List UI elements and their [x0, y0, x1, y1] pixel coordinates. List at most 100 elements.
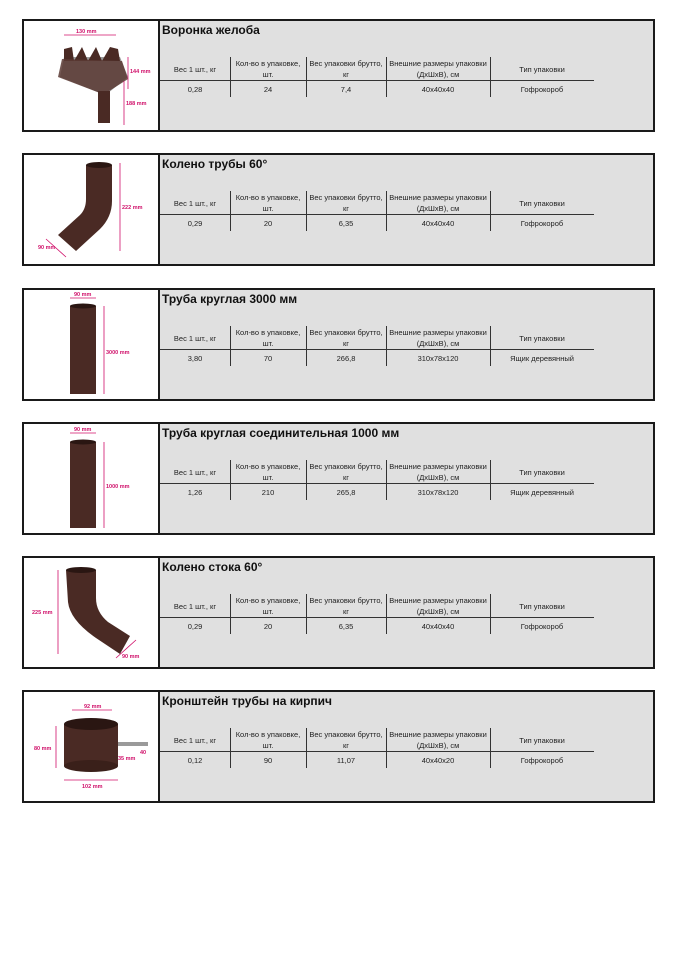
dim-label: 144 mm — [130, 69, 151, 75]
value-quantity: 70 — [263, 354, 273, 363]
header-dimensions: Внешние размеры упаковки (ДхШхВ), см — [389, 59, 487, 79]
column-divider — [230, 460, 231, 500]
value-quantity: 210 — [261, 488, 275, 497]
product-info: Колено стока 60° Вес 1 шт., кг Кол-во в … — [160, 558, 653, 667]
column-divider — [306, 460, 307, 500]
product-image: 225 mm 90 mm — [24, 558, 160, 667]
product-title: Колено трубы 60° — [162, 157, 268, 171]
product-title: Труба круглая 3000 мм — [162, 292, 298, 306]
product-card-pipe-3000: 90 mm 3000 mm Труба круглая 3000 мм Вес … — [22, 288, 655, 401]
funnel-drawing: 130 mm 144 mm 188 mm — [58, 29, 151, 125]
product-card-pipe-1000: 90 mm 1000 mm Труба круглая соединительн… — [22, 422, 655, 535]
value-gross-weight: 6,35 — [338, 219, 354, 228]
product-title: Воронка желоба — [162, 23, 260, 37]
value-gross-weight: 266,8 — [336, 354, 356, 363]
value-dimensions: 40х40х40 — [421, 622, 455, 631]
header-package-type: Тип упаковки — [519, 64, 565, 74]
header-package-type: Тип упаковки — [519, 601, 565, 611]
column-divider — [230, 594, 231, 634]
value-package-type: Гофрокороб — [520, 622, 564, 631]
product-info: Колено трубы 60° Вес 1 шт., кг Кол-во в … — [160, 155, 653, 264]
product-image: 90 mm 3000 mm — [24, 290, 160, 399]
header-gross-weight: Вес упаковки брутто, кг — [309, 328, 383, 348]
column-divider — [230, 191, 231, 231]
column-divider — [490, 326, 491, 366]
column-divider — [306, 594, 307, 634]
product-title: Труба круглая соединительная 1000 мм — [162, 426, 400, 440]
dim-label: 35 mm — [118, 756, 136, 762]
column-divider — [386, 728, 387, 768]
header-dimensions: Внешние размеры упаковки (ДхШхВ), см — [389, 328, 487, 348]
column-divider — [230, 326, 231, 366]
header-quantity: Кол-во в упаковке, шт. — [235, 59, 301, 79]
header-package-type: Тип упаковки — [519, 467, 565, 477]
value-gross-weight: 7,4 — [340, 85, 352, 94]
value-quantity: 90 — [263, 756, 273, 765]
value-package-type: Ящик деревянный — [510, 354, 574, 363]
value-gross-weight: 6,35 — [338, 622, 354, 631]
column-divider — [386, 460, 387, 500]
product-card-drain-elbow: 225 mm 90 mm Колено стока 60° Вес 1 шт.,… — [22, 556, 655, 669]
value-dimensions: 40х40х40 — [421, 85, 455, 94]
product-image: 130 mm 144 mm 188 mm — [24, 21, 160, 130]
value-gross-weight: 265,8 — [336, 488, 356, 497]
value-package-type: Гофрокороб — [520, 756, 564, 765]
column-divider — [230, 728, 231, 768]
column-divider — [306, 57, 307, 97]
header-weight: Вес 1 шт., кг — [173, 64, 217, 74]
column-divider — [386, 594, 387, 634]
header-weight: Вес 1 шт., кг — [173, 333, 217, 343]
header-gross-weight: Вес упаковки брутто, кг — [309, 596, 383, 616]
header-quantity: Кол-во в упаковке, шт. — [235, 596, 301, 616]
value-gross-weight: 11,07 — [336, 756, 356, 765]
header-gross-weight: Вес упаковки брутто, кг — [309, 730, 383, 750]
dim-label: 90 mm — [74, 427, 92, 433]
column-divider — [490, 594, 491, 634]
value-weight: 0,12 — [187, 756, 203, 765]
value-weight: 0,28 — [187, 85, 203, 94]
header-dimensions: Внешние размеры упаковки (ДхШхВ), см — [389, 462, 487, 482]
value-quantity: 20 — [263, 622, 273, 631]
table-rule — [160, 617, 594, 618]
table-rule — [160, 80, 594, 81]
header-weight: Вес 1 шт., кг — [173, 601, 217, 611]
product-info: Кронштейн трубы на кирпич Вес 1 шт., кг … — [160, 692, 653, 801]
dim-label: 90 mm — [122, 654, 140, 660]
dim-label: 40 — [140, 750, 146, 756]
value-weight: 0,29 — [187, 622, 203, 631]
header-dimensions: Внешние размеры упаковки (ДхШхВ), см — [389, 193, 487, 213]
drain-elbow-drawing: 225 mm 90 mm — [32, 567, 140, 660]
value-dimensions: 40х40х20 — [421, 756, 455, 765]
dim-label: 222 mm — [122, 205, 143, 211]
value-quantity: 20 — [263, 219, 273, 228]
value-weight: 1,26 — [187, 488, 203, 497]
header-package-type: Тип упаковки — [519, 198, 565, 208]
header-quantity: Кол-во в упаковке, шт. — [235, 328, 301, 348]
column-divider — [490, 460, 491, 500]
value-dimensions: 310х78х120 — [417, 354, 459, 363]
pipe-drawing: 90 mm 1000 mm — [70, 427, 130, 528]
column-divider — [490, 728, 491, 768]
table-rule — [160, 483, 594, 484]
value-package-type: Гофрокороб — [520, 219, 564, 228]
header-weight: Вес 1 шт., кг — [173, 467, 217, 477]
value-weight: 0,29 — [187, 219, 203, 228]
product-image: 222 mm 90 mm — [24, 155, 160, 264]
column-divider — [306, 191, 307, 231]
value-dimensions: 40х40х40 — [421, 219, 455, 228]
product-card-pipe-elbow: 222 mm 90 mm Колено трубы 60° Вес 1 шт.,… — [22, 153, 655, 266]
value-dimensions: 310х78х120 — [417, 488, 459, 497]
pipe-elbow-drawing: 222 mm 90 mm — [38, 162, 143, 258]
header-gross-weight: Вес упаковки брутто, кг — [309, 462, 383, 482]
dim-label: 130 mm — [76, 29, 97, 35]
header-dimensions: Внешние размеры упаковки (ДхШхВ), см — [389, 596, 487, 616]
table-rule — [160, 751, 594, 752]
header-weight: Вес 1 шт., кг — [173, 735, 217, 745]
header-package-type: Тип упаковки — [519, 735, 565, 745]
header-gross-weight: Вес упаковки брутто, кг — [309, 59, 383, 79]
value-package-type: Ящик деревянный — [510, 488, 574, 497]
product-title: Колено стока 60° — [162, 560, 263, 574]
column-divider — [306, 326, 307, 366]
table-rule — [160, 349, 594, 350]
product-title: Кронштейн трубы на кирпич — [162, 694, 333, 708]
